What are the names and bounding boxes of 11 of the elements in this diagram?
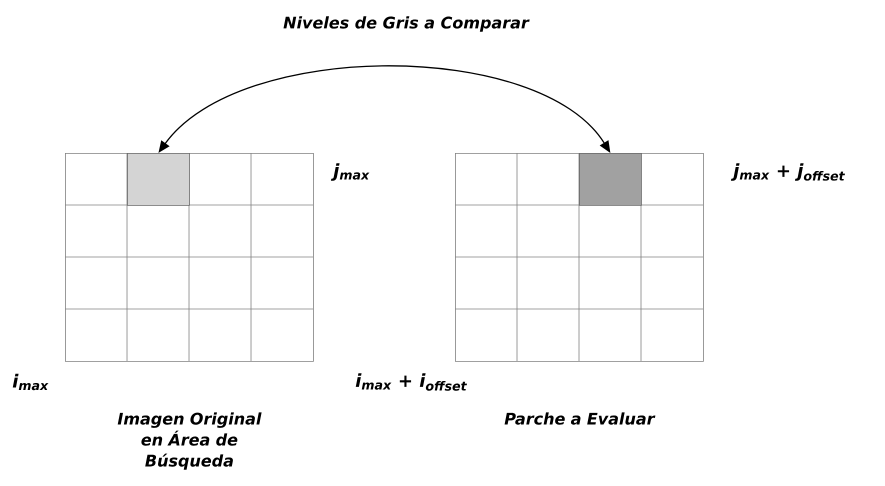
grid (65, 153, 314, 362)
index-label: j$_{max}$ + j$_{offset}$ (730, 163, 846, 181)
highlighted-cell (579, 153, 642, 206)
index-label: i$_{max}$ + i$_{offset}$ (356, 373, 468, 391)
index-label: i$_{max}$ (12, 374, 48, 390)
edge-label: Niveles de Gris a Comparar (282, 15, 530, 33)
grid (455, 153, 704, 362)
highlighted-cell (127, 153, 190, 206)
grid-label: Imagen Original en Área de Búsqueda (118, 412, 262, 470)
grid-label: Parche a Evaluar (504, 412, 656, 425)
index-label: j$_{max}$ (330, 163, 370, 181)
